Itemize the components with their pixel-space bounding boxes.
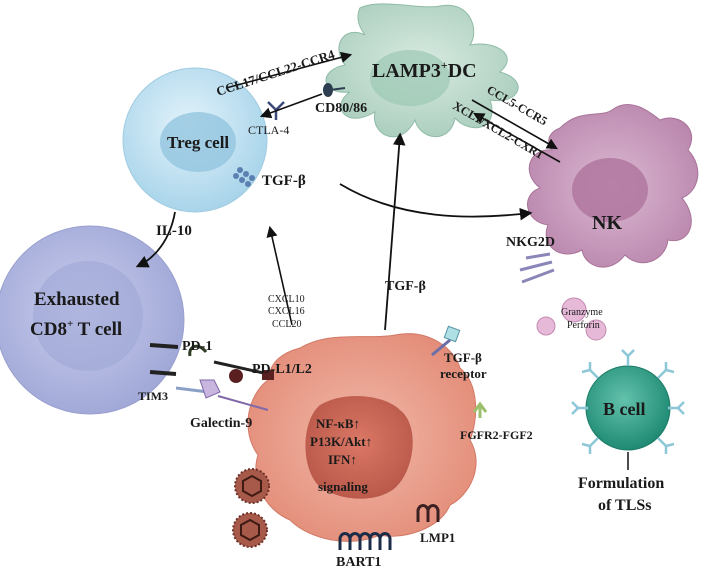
tim3-label: TIM3 <box>138 389 168 403</box>
lamp3-dc-cell <box>325 3 519 138</box>
tumor-signaling-text: NF-κB↑ P13K/Akt↑ IFN↑ signaling <box>310 416 372 494</box>
bcell-label: B cell <box>603 399 646 419</box>
cd80-receptor-icon <box>323 83 346 97</box>
tgfb-tumor-label: TGF-β <box>385 279 426 294</box>
tgfb-granules-icon <box>233 167 255 187</box>
ebv-virus-icon-2 <box>232 512 268 548</box>
cd8-label-line1: Exhausted <box>34 289 120 310</box>
fgfr2-receptor-icon <box>472 401 488 418</box>
treg-cell <box>122 67 268 213</box>
ctla4-label: CTLA-4 <box>248 123 289 137</box>
b-cell <box>571 349 685 454</box>
nk-cell <box>527 104 699 268</box>
bart1-membrane-protein-icon <box>338 532 392 550</box>
dc-label: LAMP3+DC <box>372 58 477 82</box>
cxcl16-label: CXCL16 <box>268 306 305 317</box>
tgfb-receptor-icon <box>431 325 461 357</box>
pdl1-label: PD-L1/L2 <box>252 362 312 377</box>
cd80-ctla4-arrow <box>259 93 323 119</box>
granzyme-label: Granzyme <box>561 307 603 318</box>
xcl1-arrow <box>473 112 561 163</box>
ccl20-label: CCL20 <box>272 319 301 330</box>
tls-label-line2: of TLSs <box>598 497 652 514</box>
pd1-label: PD-1 <box>182 339 212 354</box>
cxcl10-label: CXCL10 <box>268 294 305 305</box>
il10-label: IL-10 <box>156 223 192 239</box>
ccl17-arrow <box>225 51 353 89</box>
tgfb-treg-label: TGF-β <box>262 173 306 189</box>
galectin-label: Galectin-9 <box>190 416 252 431</box>
treg-label: Treg cell <box>167 133 229 152</box>
bart1-label: BART1 <box>336 555 381 570</box>
granzyme-perforin-icon <box>536 297 607 341</box>
cd80-label: CD80/86 <box>315 101 367 116</box>
ccl5-arrow <box>471 99 558 150</box>
svg-text:IFN↑: IFN↑ <box>328 452 357 467</box>
tgfb-receptor-label-1: TGF-β <box>444 350 482 365</box>
il10-arrow <box>135 211 176 268</box>
cxcl-arrow <box>266 225 293 326</box>
tim3-receptor-icon <box>149 370 269 411</box>
fgfr-label: FGFR2-FGF2 <box>460 428 533 442</box>
pd1-receptor-icon <box>149 343 208 357</box>
nkg2d-receptor-icon <box>519 252 555 284</box>
nkg2d-label: NKG2D <box>506 235 555 250</box>
tgfb-receptor-label-2: receptor <box>440 366 487 381</box>
lmp1-label: LMP1 <box>420 530 455 545</box>
perforin-label: Perforin <box>567 320 600 331</box>
cd8-t-cell <box>0 225 185 415</box>
tgfb-nk-arrow <box>339 183 533 221</box>
nk-label: NK <box>592 212 622 234</box>
svg-text:signaling: signaling <box>318 479 368 494</box>
ebv-virus-icon <box>234 468 270 504</box>
pdl1-ligand-icon <box>213 360 274 383</box>
tumor-cell <box>247 333 477 542</box>
svg-text:P13K/Akt↑: P13K/Akt↑ <box>310 434 372 449</box>
svg-text:NF-κB↑: NF-κB↑ <box>316 416 360 431</box>
ccl17-label: CCL17/CCL22-CCR4 <box>214 46 337 99</box>
tgfb-dc-arrow <box>384 132 406 331</box>
lmp1-membrane-protein-icon <box>416 504 440 522</box>
cd8-label-line2: CD8+ T cell <box>30 318 122 340</box>
tls-label-line1: Formulation <box>578 475 664 492</box>
